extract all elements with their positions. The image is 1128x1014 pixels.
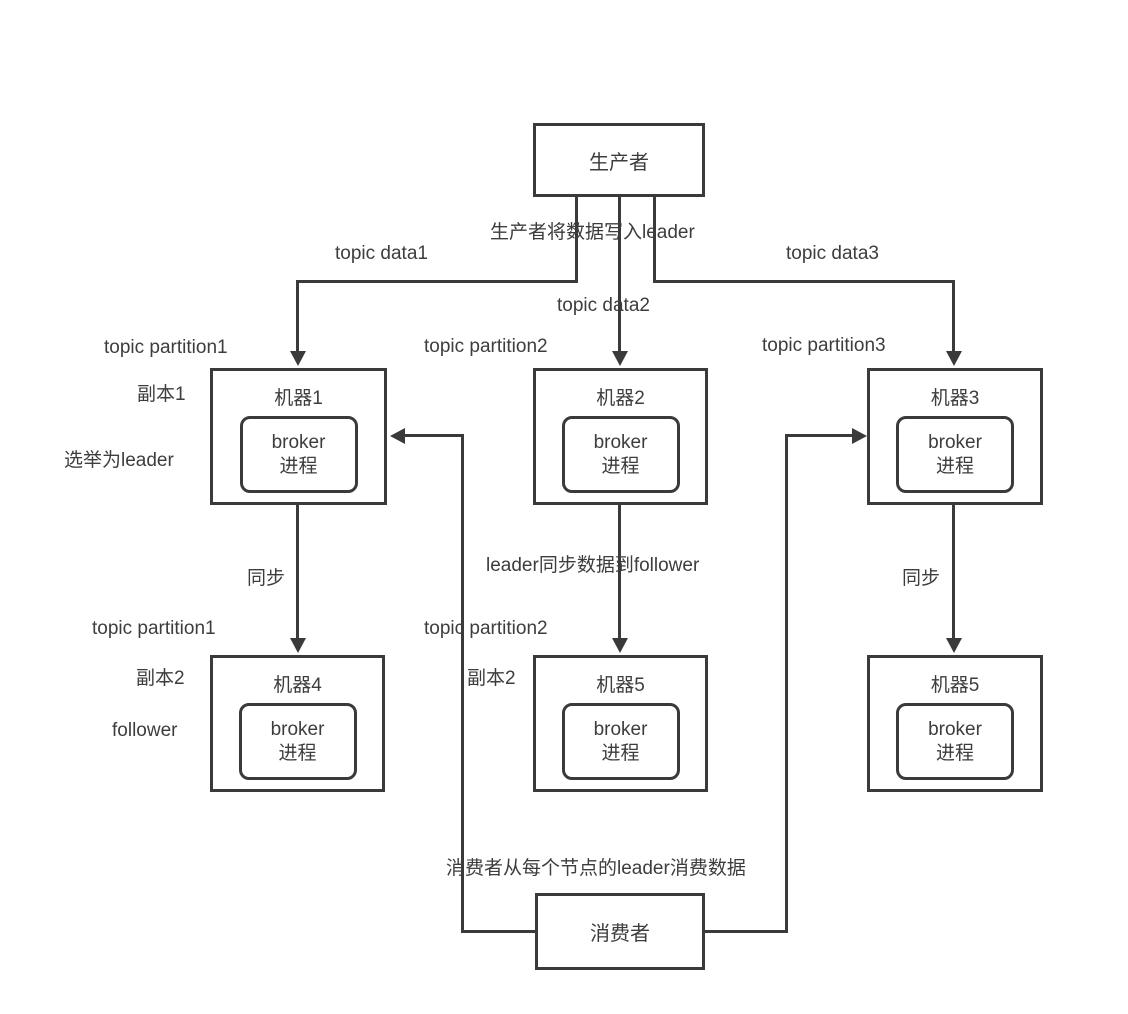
edge-producer-machine3-segment [653,195,656,282]
machine3-title: 机器3 [930,388,980,409]
arrowhead-into-machine4 [290,638,306,653]
label-topic-partition1-top: topic partition1 [104,337,228,358]
label-replica2-mid: 副本2 [467,668,516,689]
machine5-node: 机器5 broker 进程 [533,655,708,792]
edge-consumer-machine1-segment [404,434,464,437]
machine5-broker-box: broker 进程 [561,703,680,780]
arrowhead-into-machine5-right [946,638,962,653]
broker-label: broker [928,718,982,740]
machine5-right-node: 机器5 broker 进程 [867,655,1043,792]
edge-producer-machine1-segment [575,195,578,282]
edge-consumer-machine1-segment [461,930,535,933]
machine2-node: 机器2 broker 进程 [533,368,708,505]
broker-process-label: 进程 [279,455,318,477]
producer-node: 生产者 [533,123,705,197]
edge-consumer-machine1-segment [461,434,464,933]
label-topic-data1: topic data1 [335,243,428,264]
label-topic-partition1-bottom: topic partition1 [92,618,216,639]
label-topic-partition2-bottom: topic partition2 [424,618,548,639]
producer-label: 生产者 [589,151,649,174]
label-topic-data3: topic data3 [786,243,879,264]
label-follower: follower [112,720,178,741]
edge-machine2-machine5-segment [618,505,621,639]
note-consumer-read: 消费者从每个节点的leader消费数据 [446,858,746,879]
machine2-broker-box: broker 进程 [561,416,680,493]
machine4-title: 机器4 [273,675,322,696]
label-replica1: 副本1 [137,384,186,405]
machine5-right-broker-box: broker 进程 [896,703,1014,780]
edge-machine1-machine4-segment [296,505,299,639]
label-topic-data2: topic data2 [557,295,650,316]
machine3-broker-box: broker 进程 [896,416,1014,493]
broker-label: broker [271,431,326,453]
edge-consumer-machine3-segment [785,434,788,933]
edge-producer-machine1-segment [296,280,299,352]
broker-label: broker [928,431,982,453]
broker-process-label: 进程 [601,742,640,764]
label-elect-leader: 选举为leader [64,450,174,471]
edge-producer-machine3-segment [653,280,955,283]
broker-label: broker [593,431,648,453]
label-sync-right: 同步 [902,568,941,589]
machine5-right-title: 机器5 [930,675,980,696]
broker-label: broker [270,718,325,740]
machine4-broker-box: broker 进程 [238,703,357,780]
machine1-node: 机器1 broker 进程 [210,368,387,505]
machine4-node: 机器4 broker 进程 [210,655,385,792]
machine3-node: 机器3 broker 进程 [867,368,1043,505]
arrowhead-into-machine3 [946,351,962,366]
edge-consumer-machine3-segment [705,930,788,933]
broker-label: broker [593,718,648,740]
broker-process-label: 进程 [601,455,640,477]
broker-process-label: 进程 [935,742,974,764]
consumer-label: 消费者 [590,923,650,945]
arrowhead-into-machine1 [290,351,306,366]
arrowhead-into-machine2 [612,351,628,366]
machine2-title: 机器2 [596,388,645,409]
edge-producer-machine1-segment [296,280,578,283]
arrowhead-consumer-into-machine3 [852,428,867,444]
label-replica2-left: 副本2 [136,668,185,689]
machine5-title: 机器5 [596,675,645,696]
consumer-node: 消费者 [535,893,705,970]
edge-machine3-machine5right-segment [952,505,955,639]
label-leader-sync-follower: leader同步数据到follower [486,555,700,576]
arrowhead-into-machine5 [612,638,628,653]
edge-producer-machine2-segment [618,195,621,352]
arrowhead-consumer-into-machine1 [390,428,405,444]
broker-process-label: 进程 [935,455,974,477]
machine1-title: 机器1 [274,388,323,409]
edge-consumer-machine3-segment [785,434,852,437]
label-topic-partition2-top: topic partition2 [424,336,548,357]
label-topic-partition3-top: topic partition3 [762,335,886,356]
note-producer-write: 生产者将数据写入leader [490,222,695,243]
machine1-broker-box: broker 进程 [239,416,358,493]
broker-process-label: 进程 [278,742,317,764]
label-sync-left: 同步 [247,568,286,589]
edge-producer-machine3-segment [952,280,955,352]
